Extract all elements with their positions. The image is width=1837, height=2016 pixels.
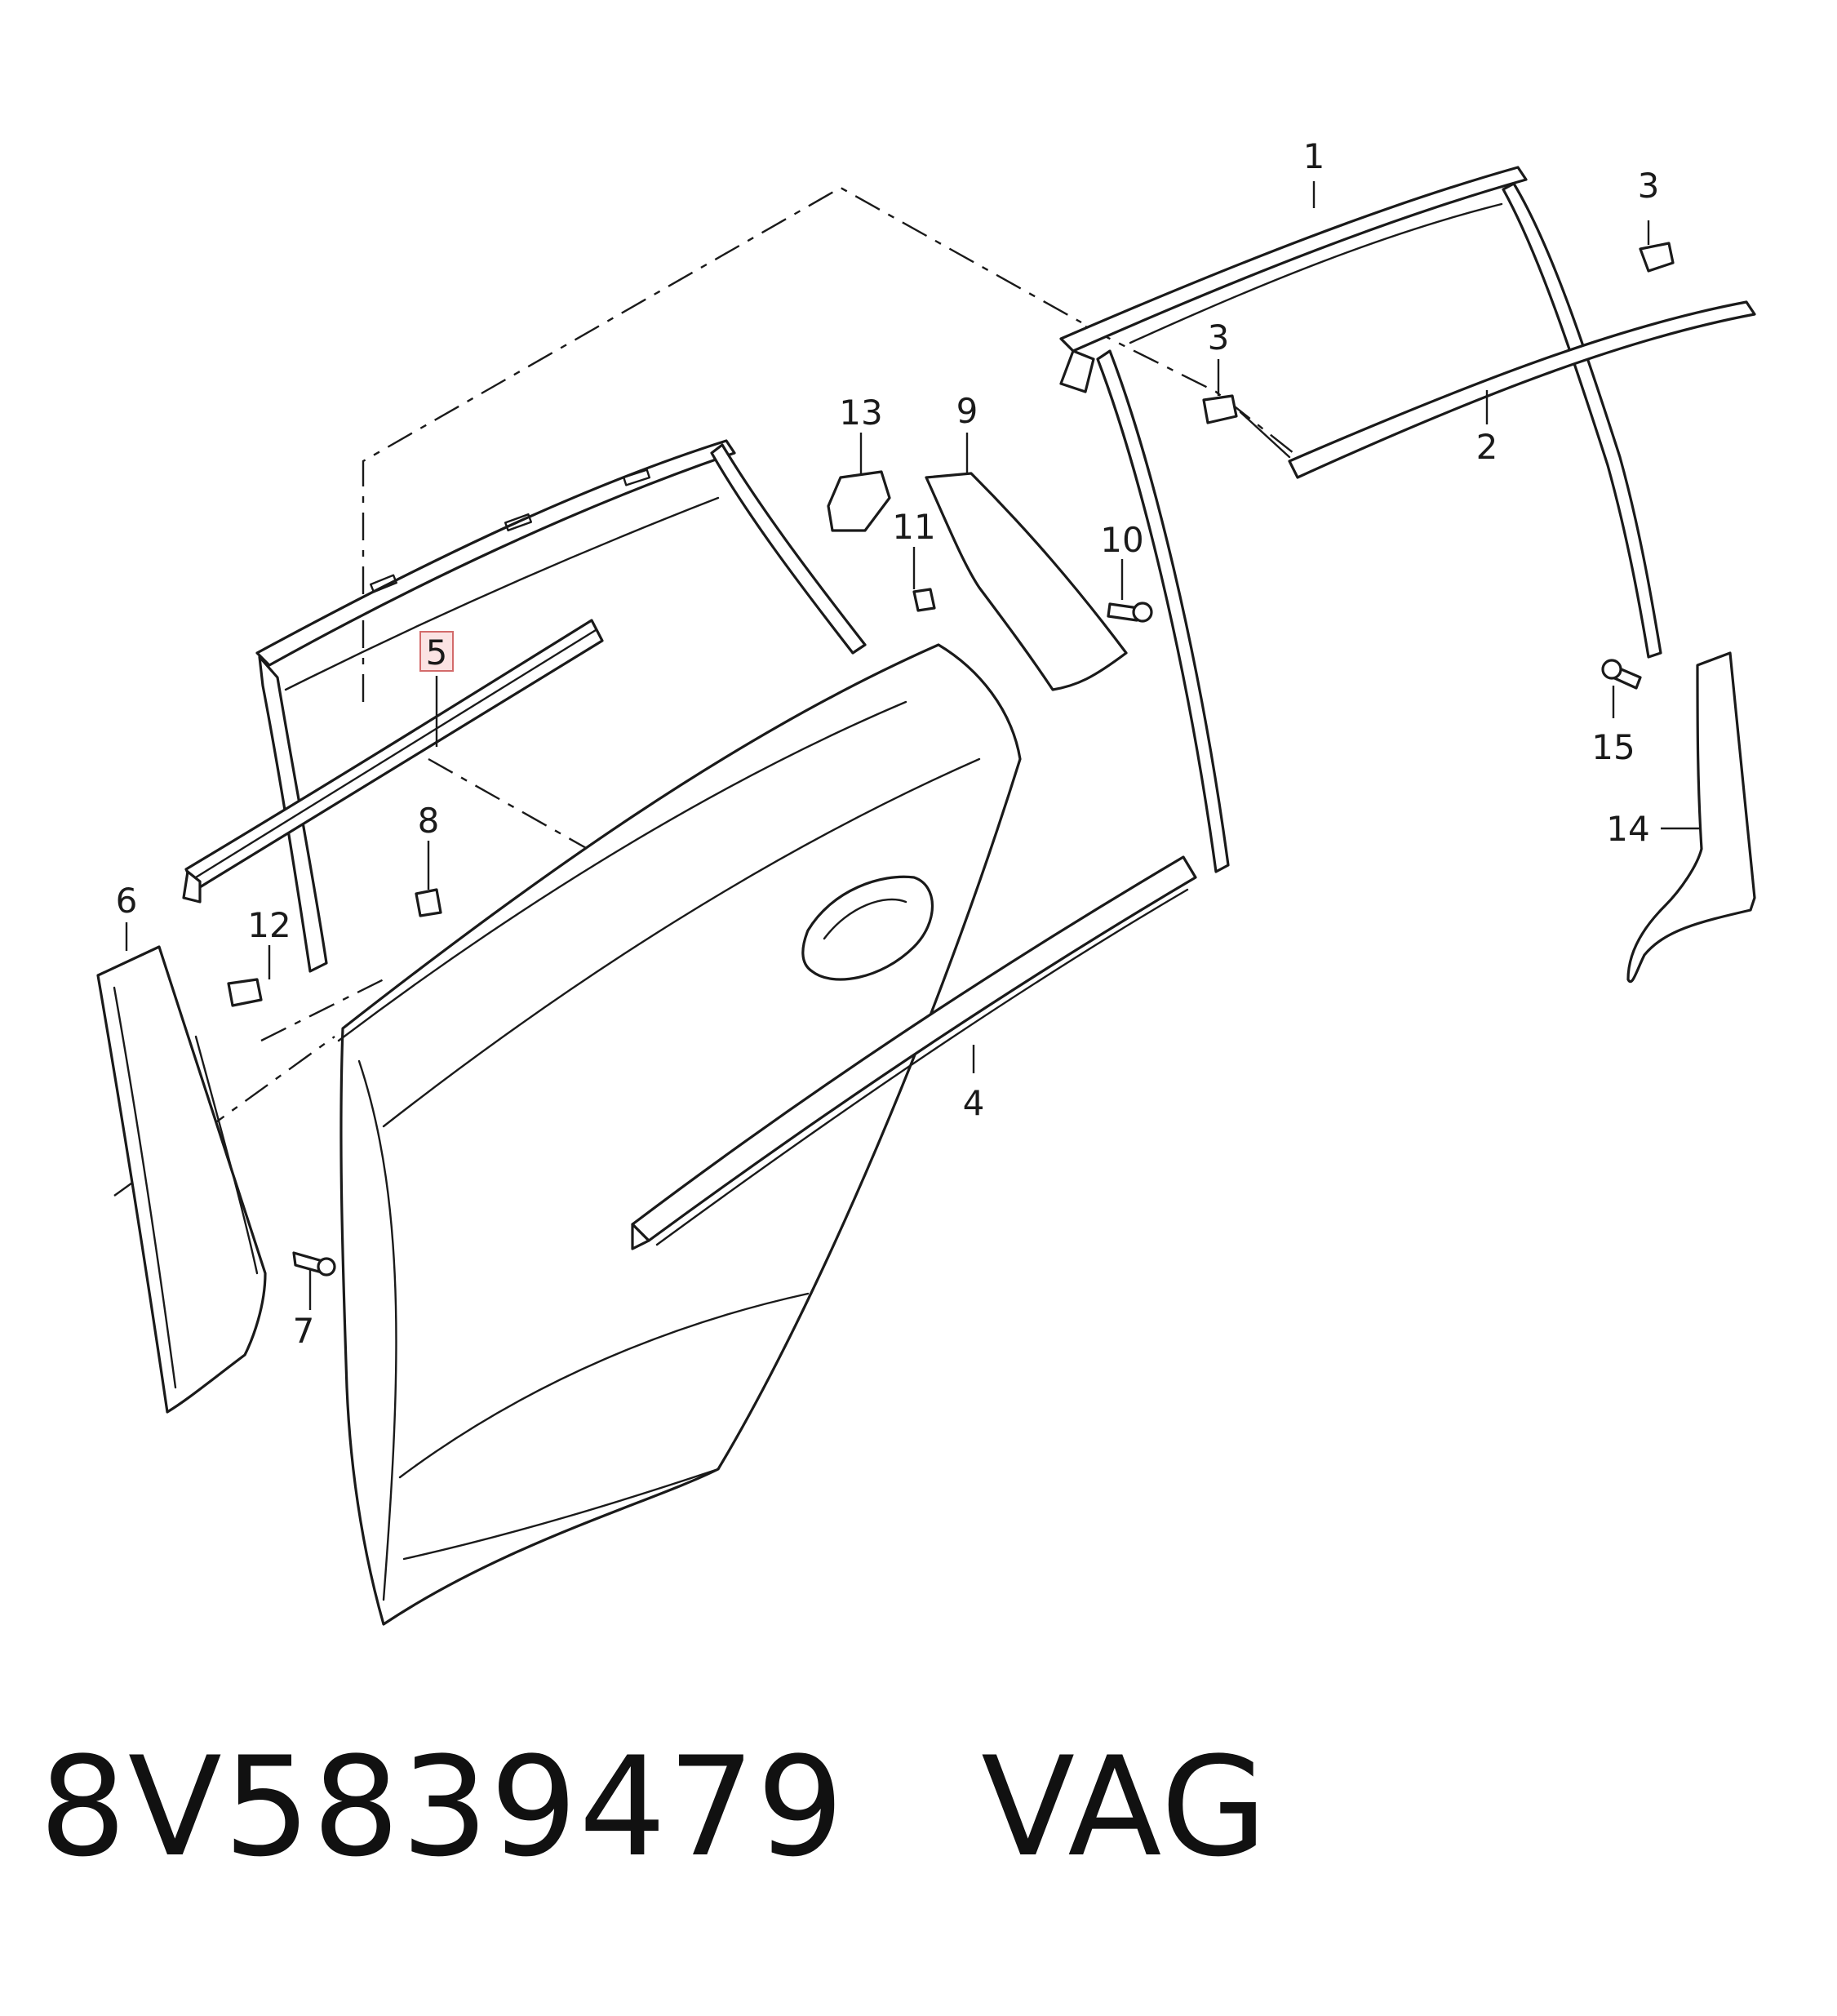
callout-12: 12: [247, 905, 291, 945]
part-3-clips: [1202, 242, 1675, 459]
callout-1: 1: [1303, 136, 1325, 176]
leader-lines: [125, 181, 1702, 1310]
part-2-strip: [1288, 300, 1756, 479]
callout-3a: 3: [1638, 166, 1660, 206]
part-5-channel-strip: [182, 619, 604, 904]
callout-10: 10: [1100, 520, 1143, 560]
callout-5: 5: [426, 633, 448, 673]
callout-8: 8: [418, 801, 440, 841]
callout-15: 15: [1591, 727, 1635, 767]
part-14-rear-trim: [1626, 651, 1756, 984]
callout-3b: 3: [1208, 317, 1230, 357]
part-6-pillar-trim: [96, 945, 267, 1414]
part-1-frame-seal: [1059, 166, 1662, 873]
part-13-bracket: [827, 470, 891, 532]
callout-14: 14: [1606, 809, 1649, 849]
callout-13: 13: [839, 393, 882, 433]
callout-9: 9: [956, 391, 978, 431]
part-4-belt-moulding: [631, 855, 1197, 1250]
part-9-trim: [925, 472, 1128, 691]
callout-2: 2: [1476, 427, 1498, 467]
rear-door-shell: [337, 643, 1022, 1626]
callout-5-highlight: [419, 631, 454, 672]
part-number-footer: 8V5839479 VAG: [39, 1727, 1269, 1887]
callout-labels: 1 2 3 3 4 5 6 7 8 9 10 11 12 13 14 15: [116, 136, 1660, 1351]
callout-6: 6: [116, 881, 138, 921]
callout-7: 7: [293, 1311, 315, 1351]
small-fasteners: [227, 588, 1642, 1277]
callout-4: 4: [963, 1083, 985, 1123]
callout-11: 11: [892, 507, 935, 547]
